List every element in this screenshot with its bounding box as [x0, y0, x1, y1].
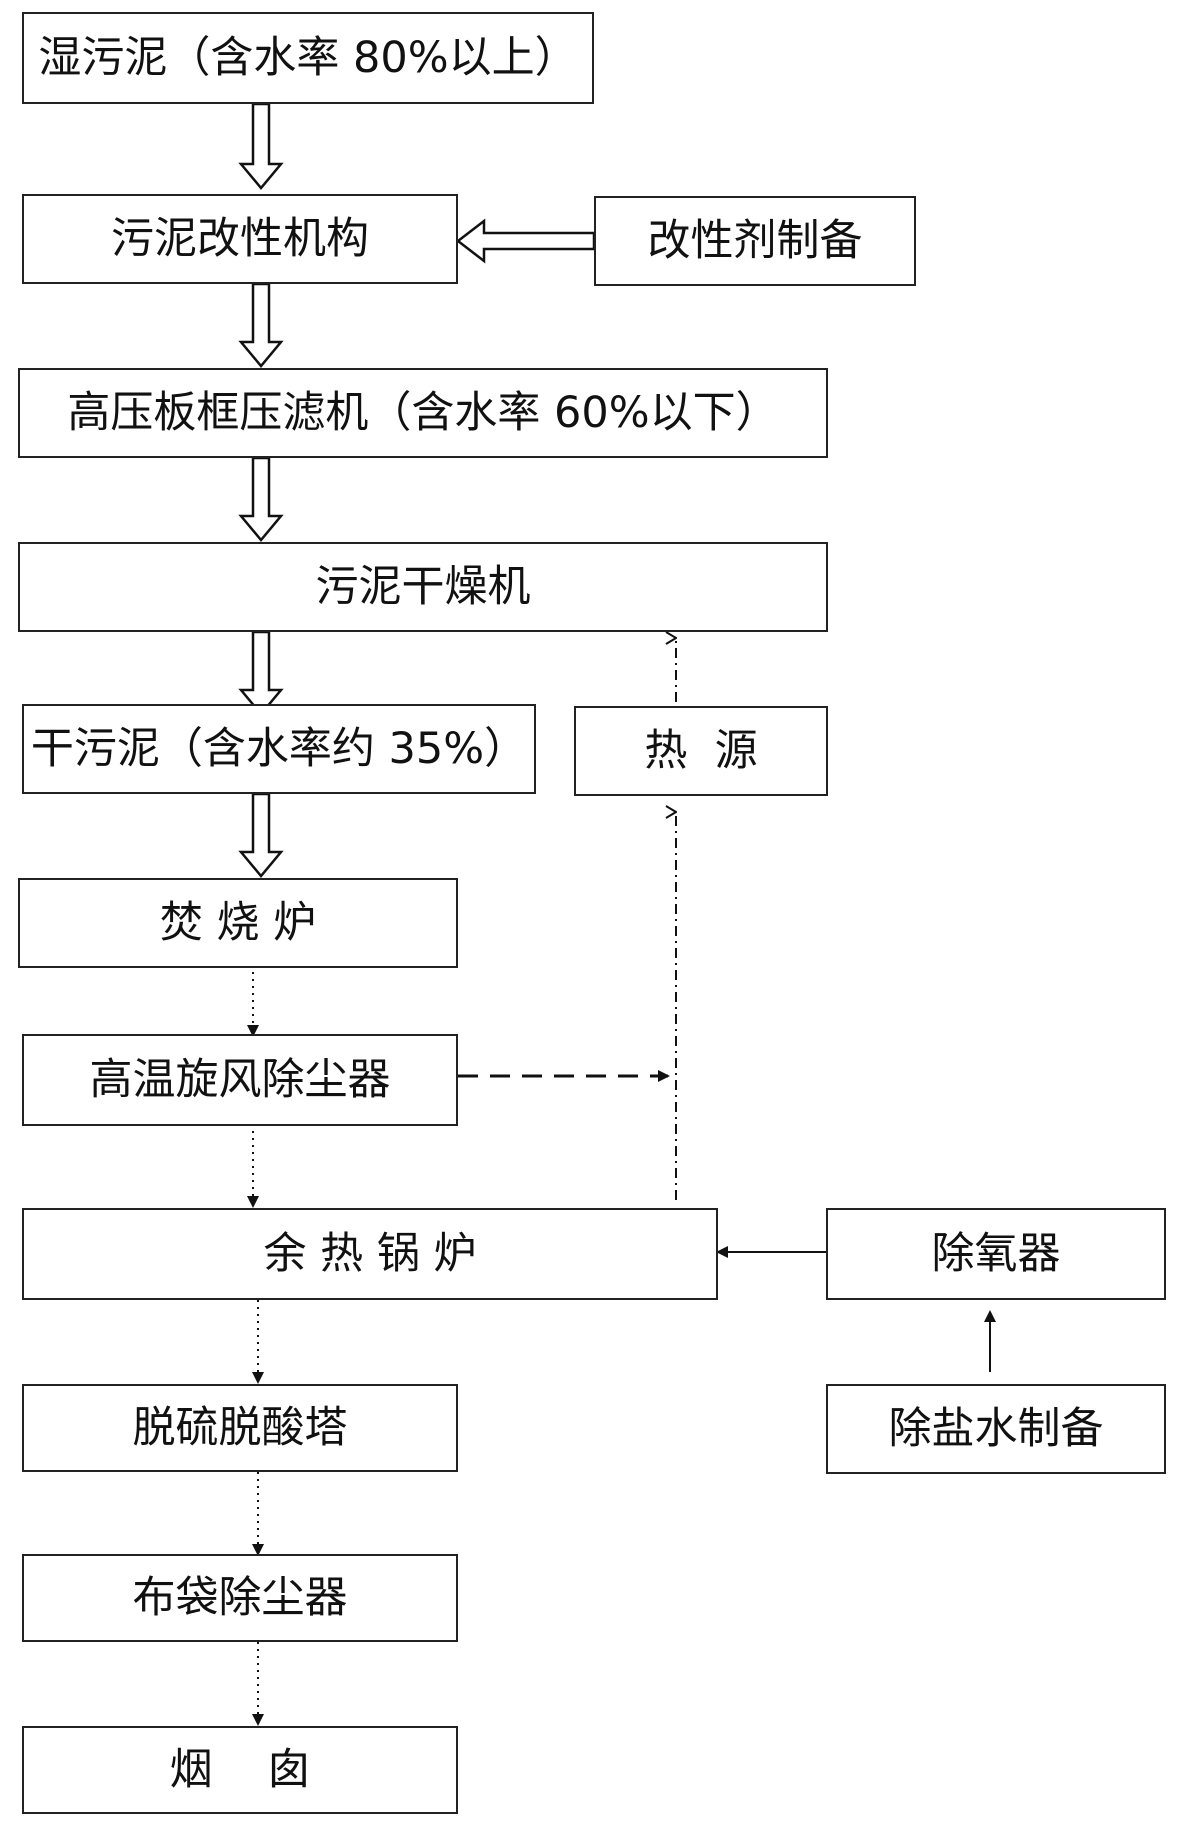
node-incinerator-label: 焚 烧 炉: [159, 897, 317, 948]
node-desalted-water-prep: 除盐水制备: [826, 1384, 1166, 1474]
node-deaerator: 除氧器: [826, 1208, 1166, 1300]
node-filter-press: 高压板框压滤机（含水率 60%以下）: [18, 368, 828, 458]
node-modifier-prep-label: 改性剂制备: [647, 215, 863, 266]
node-dry-sludge-label: 干污泥（含水率约 35%）: [30, 723, 528, 774]
node-wet-sludge-label: 湿污泥（含水率 80%以上）: [38, 32, 578, 83]
node-desalted-water-prep-label: 除盐水制备: [888, 1403, 1104, 1454]
hollow-arrow-press-to-dryer: [238, 456, 284, 542]
node-heat-source: 热 源: [574, 706, 828, 796]
node-heat-source-label: 热 源: [644, 725, 758, 776]
node-desulfurization-tower-label: 脱硫脱酸塔: [132, 1402, 348, 1453]
node-modifier-prep: 改性剂制备: [594, 196, 916, 286]
node-deaerator-label: 除氧器: [931, 1228, 1061, 1279]
node-bag-filter-label: 布袋除尘器: [132, 1572, 348, 1623]
node-incinerator: 焚 烧 炉: [18, 878, 458, 968]
hollow-arrow-modifierprep-to-modifier: [455, 218, 596, 264]
hollow-arrow-drysludge-to-incinerator: [238, 792, 284, 878]
node-waste-heat-boiler: 余 热 锅 炉: [22, 1208, 718, 1300]
node-sludge-modifier-label: 污泥改性机构: [111, 213, 369, 264]
node-sludge-dryer-label: 污泥干燥机: [315, 561, 531, 612]
hollow-arrow-dryer-to-drysludge: [238, 630, 284, 716]
node-chimney: 烟 囱: [22, 1726, 458, 1814]
node-filter-press-label: 高压板框压滤机（含水率 60%以下）: [67, 387, 779, 438]
node-bag-filter: 布袋除尘器: [22, 1554, 458, 1642]
node-desulfurization-tower: 脱硫脱酸塔: [22, 1384, 458, 1472]
node-dry-sludge: 干污泥（含水率约 35%）: [22, 704, 536, 794]
node-waste-heat-boiler-label: 余 热 锅 炉: [263, 1228, 477, 1279]
node-chimney-label: 烟 囱: [169, 1744, 311, 1795]
node-wet-sludge: 湿污泥（含水率 80%以上）: [22, 12, 594, 104]
hollow-arrow-wet-to-modifier: [238, 102, 284, 190]
node-sludge-dryer: 污泥干燥机: [18, 542, 828, 632]
node-cyclone-label: 高温旋风除尘器: [89, 1054, 391, 1105]
node-cyclone: 高温旋风除尘器: [22, 1034, 458, 1126]
node-sludge-modifier: 污泥改性机构: [22, 194, 458, 284]
hollow-arrow-modifier-to-press: [238, 282, 284, 368]
